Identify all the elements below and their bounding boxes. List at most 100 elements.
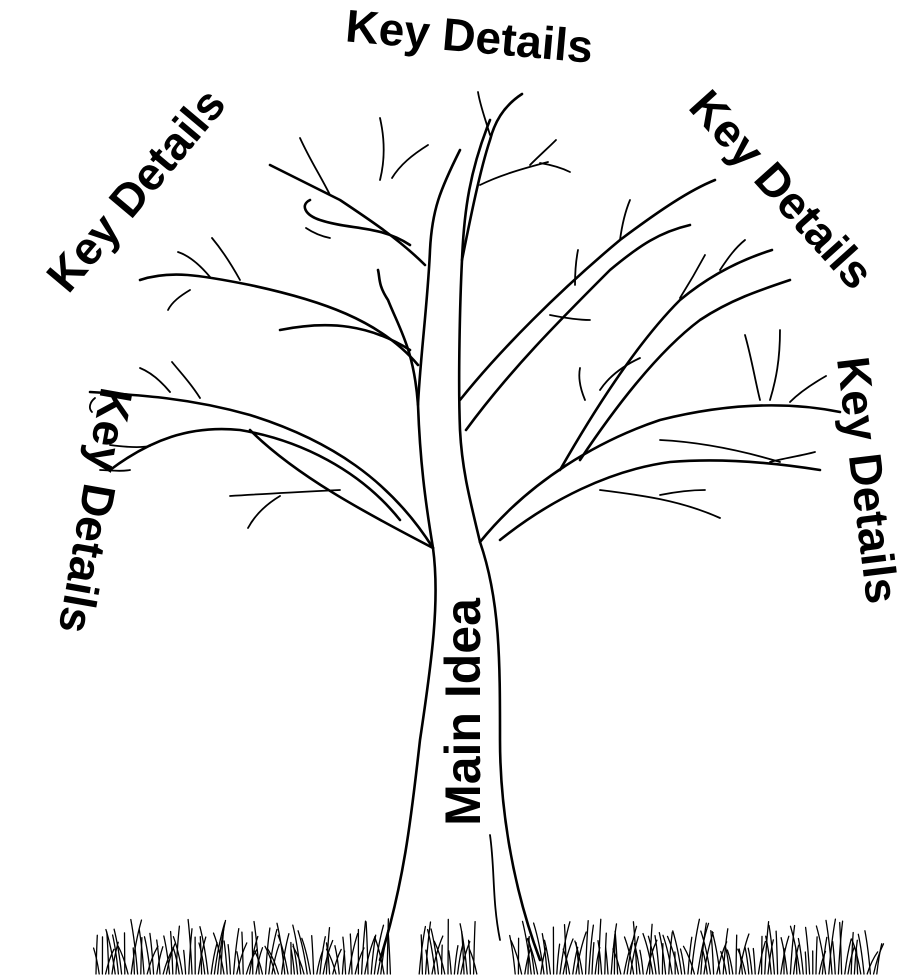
grass-blade	[280, 933, 290, 975]
grass-blade	[251, 931, 254, 975]
grass-blade	[267, 948, 280, 975]
twig-right-low-3	[789, 375, 827, 403]
grass-blade	[654, 934, 660, 975]
grass-blade	[668, 931, 673, 975]
grass-blade	[424, 921, 432, 975]
grass-blade	[804, 951, 808, 975]
grass-blade	[187, 918, 193, 975]
trunk-outer-right	[478, 540, 542, 962]
grass-blade	[556, 943, 561, 975]
grass-blade	[254, 950, 264, 975]
branch-right-mid-bottom	[578, 278, 792, 462]
twig-left-low-2	[171, 361, 201, 399]
trunk-left-upper	[416, 148, 462, 407]
grass-blade	[365, 921, 369, 975]
twig-left-up-4	[305, 227, 331, 239]
grass-blade	[149, 932, 155, 975]
grass-blade	[588, 924, 595, 975]
branch-left-low-top	[88, 390, 435, 550]
grass-blade	[662, 934, 673, 975]
grass-blade	[349, 933, 353, 975]
grass-blade	[521, 920, 532, 975]
grass-blade	[426, 928, 436, 975]
grass-blade	[738, 933, 750, 975]
grass-blade	[710, 929, 715, 975]
grass-blade	[851, 938, 862, 975]
grass-blade	[319, 936, 326, 975]
grass-blade	[380, 929, 389, 975]
grass-blade	[747, 947, 753, 975]
grass-blade	[198, 942, 206, 975]
grass-blade	[574, 940, 584, 975]
key-details-label-top: Key Details	[344, 0, 596, 73]
grass-blade	[828, 918, 837, 975]
grass-blade	[614, 930, 619, 975]
grass-blade	[342, 936, 347, 975]
twig-right-mid-3	[599, 357, 641, 391]
twig-top-3	[529, 139, 557, 166]
grass-blade	[169, 930, 174, 975]
twig-right-mid-1	[679, 254, 706, 299]
grass-blade	[236, 951, 241, 975]
grass-blade	[604, 947, 609, 975]
key-details-label-upper-left: Key Details	[36, 78, 235, 301]
grass-blade	[737, 948, 747, 975]
grass-blade	[744, 946, 750, 975]
grass-blade	[172, 936, 184, 975]
grass-blade	[526, 938, 539, 975]
grass-blade	[876, 943, 883, 975]
grass-blade	[661, 943, 664, 975]
trunk-outer-left	[378, 546, 437, 962]
grass-blade	[725, 947, 731, 975]
grass-blade	[510, 940, 523, 975]
grass-blade	[752, 947, 756, 975]
main-idea-label: Main Idea	[435, 597, 491, 826]
grass-blade	[292, 945, 305, 975]
grass-blade	[325, 948, 337, 975]
twig-left-low-5	[229, 489, 341, 497]
grass-blade	[448, 950, 452, 975]
grass-blade	[210, 942, 218, 975]
grass-blade	[138, 928, 145, 975]
branch-left-up-2	[303, 198, 412, 247]
grass-blade	[253, 920, 260, 975]
grass-blade	[702, 950, 708, 975]
grass-blade	[767, 939, 774, 975]
grass-blade	[236, 942, 248, 975]
grass-blade	[866, 951, 879, 975]
key-details-label-right: Key Details	[827, 354, 906, 607]
grass-blade	[562, 938, 574, 975]
grass-blade	[117, 945, 129, 975]
grass-blade	[775, 930, 779, 975]
grass-blade	[420, 934, 424, 975]
grass-blade	[738, 948, 744, 975]
branch-top-center	[460, 92, 524, 262]
key-details-label-upper-right: Key Details	[680, 80, 885, 299]
grass-blade	[847, 945, 856, 975]
grass-blade	[872, 943, 885, 975]
grass-blade	[844, 938, 852, 975]
grass-blade	[509, 934, 516, 975]
grass-blade	[425, 949, 430, 975]
trunk-left-edge	[376, 268, 435, 550]
grass-blade	[768, 924, 776, 975]
twig-right-up-3	[549, 314, 591, 321]
grass-blade	[216, 919, 227, 975]
branch-right-mid-top	[558, 248, 774, 472]
grass-blade	[277, 934, 289, 975]
grass-blade	[386, 918, 390, 975]
grass-blade	[821, 936, 828, 975]
grass-blade	[95, 934, 98, 975]
grass-blade	[679, 948, 686, 975]
grass-blade	[700, 922, 707, 975]
branch-right-low-bottom	[498, 459, 822, 542]
grass-blade	[575, 931, 587, 975]
grass-blade	[839, 921, 843, 975]
grass-blade	[334, 945, 340, 975]
grass-blade	[212, 932, 225, 975]
grass-blade	[130, 919, 143, 975]
grass-blade	[765, 935, 772, 975]
grass-blade	[223, 940, 228, 975]
grass-blade	[832, 941, 836, 975]
